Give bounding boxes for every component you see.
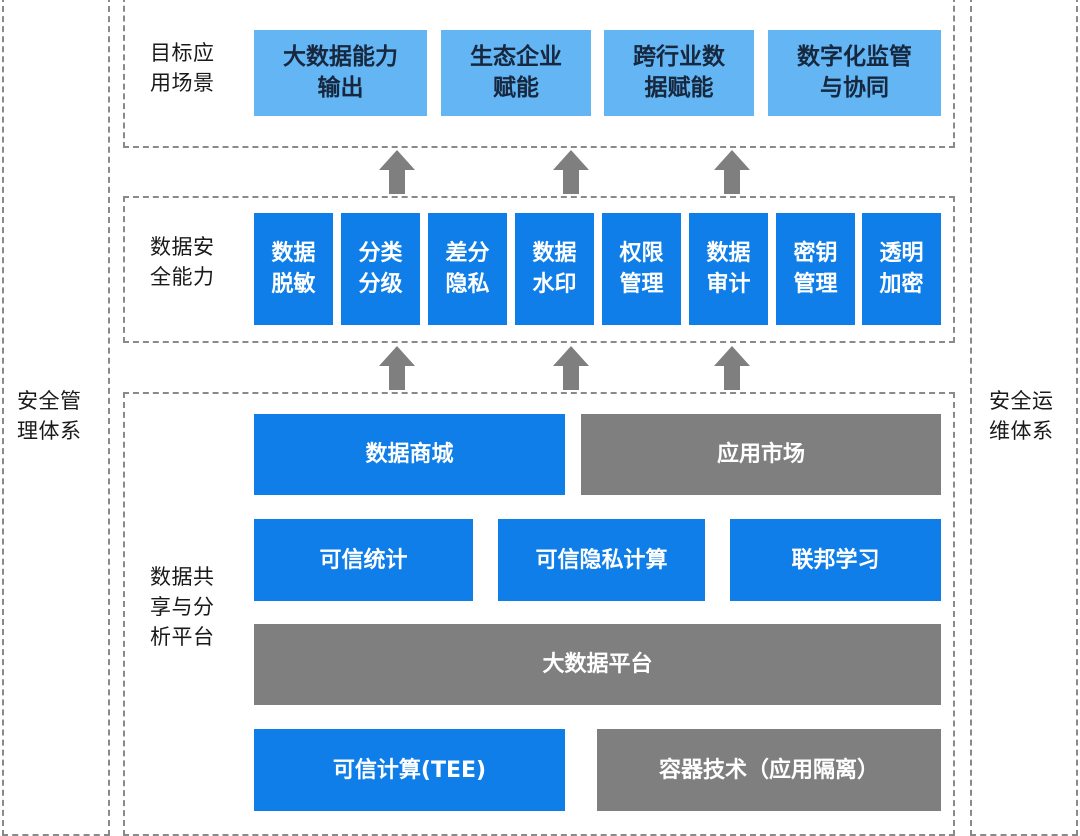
security-operations-label: 安全运 维体系 — [989, 389, 1054, 443]
scenario-digital-supervision: 数字化监管 与协同 — [768, 30, 941, 116]
container-technology-box: 容器技术（应用隔离） — [597, 729, 941, 811]
app-market-box: 应用市场 — [581, 414, 941, 495]
trusted-privacy-computing-box: 可信隐私计算 — [498, 519, 705, 601]
trusted-statistics-box: 可信统计 — [254, 519, 473, 601]
federated-learning-box: 联邦学习 — [730, 519, 941, 601]
up-arrow-icon — [379, 150, 415, 194]
security-management-label: 安全管 理体系 — [17, 389, 82, 443]
trusted-computing-tee-box: 可信计算(TEE) — [254, 729, 565, 811]
target-scenarios-label: 目标应 用场景 — [150, 41, 215, 95]
platform-label: 数据共 享与分 析平台 — [150, 565, 215, 649]
target-scenarios-frame — [123, 0, 955, 148]
up-arrow-icon — [714, 150, 750, 194]
up-arrow-icon — [379, 346, 415, 390]
capability-data-audit: 数据 审计 — [689, 213, 768, 325]
capability-data-watermark: 数据 水印 — [515, 213, 594, 325]
capability-classification: 分类 分级 — [341, 213, 420, 325]
capability-key-management: 密钥 管理 — [776, 213, 855, 325]
up-arrow-icon — [553, 150, 589, 194]
scenario-ecosystem-empowerment: 生态企业 赋能 — [441, 30, 591, 116]
capability-differential-privacy: 差分 隐私 — [428, 213, 507, 325]
security-capabilities-label: 数据安 全能力 — [150, 235, 215, 289]
security-capabilities-frame — [123, 196, 955, 343]
capability-data-masking: 数据 脱敏 — [254, 213, 333, 325]
up-arrow-icon — [553, 346, 589, 390]
data-mall-box: 数据商城 — [254, 414, 565, 495]
scenario-cross-industry-data: 跨行业数 据赋能 — [604, 30, 754, 116]
capability-access-management: 权限 管理 — [602, 213, 681, 325]
capability-transparent-encryption: 透明 加密 — [862, 213, 941, 325]
up-arrow-icon — [714, 346, 750, 390]
scenario-big-data-output: 大数据能力 输出 — [254, 30, 427, 116]
big-data-platform-box: 大数据平台 — [254, 624, 941, 705]
